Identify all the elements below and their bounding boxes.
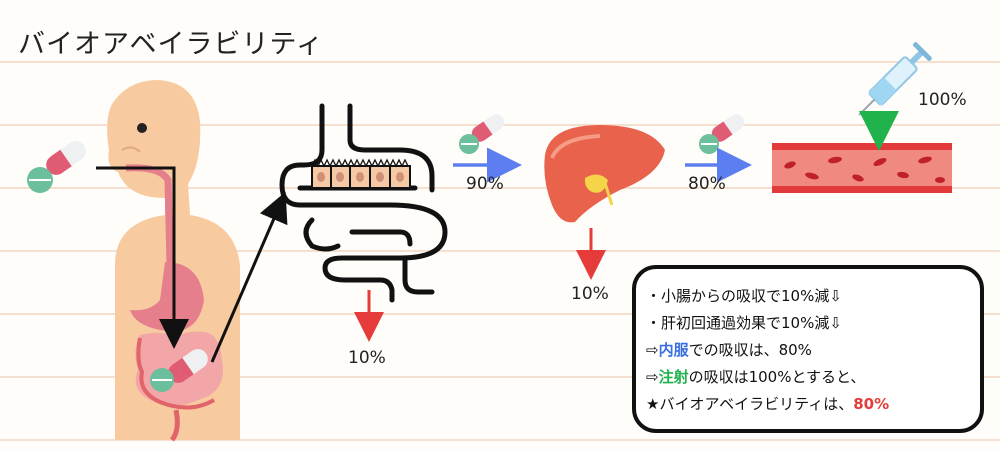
blood-vessel-icon — [772, 143, 952, 193]
pill-capsule-icon — [711, 114, 745, 142]
summary-line-1: ・小腸からの吸収で10%減⇩ — [646, 287, 842, 305]
summary-line-4-suffix: の吸収は100%とすると、 — [688, 368, 866, 386]
liver-loss-label: 10% — [571, 284, 609, 304]
syringe-icon — [858, 42, 932, 116]
pill-tablet-icon — [150, 368, 174, 392]
liver-icon — [544, 125, 665, 223]
villi-cells — [311, 158, 411, 189]
pill-tablet-icon — [27, 167, 53, 193]
summary-line-4-prefix: ⇨ — [646, 368, 659, 386]
injection-label: 100% — [918, 90, 967, 110]
pill-tablet-icon — [699, 134, 719, 154]
pill-tablet-icon — [459, 134, 479, 154]
pill-capsule-icon — [46, 141, 86, 175]
summary-line-5-prefix: ★バイオアベイラビリティは、 — [646, 395, 854, 413]
after-liver-label: 80% — [688, 174, 726, 194]
summary-line-5: ★バイオアベイラビリティは、80% — [646, 391, 980, 418]
intestine-icon — [279, 103, 448, 303]
summary-line-4: ⇨注射の吸収は100%とすると、 — [646, 364, 980, 391]
bioavailability-value: 80% — [853, 395, 890, 413]
injection-term: 注射 — [658, 368, 689, 386]
page-title: バイオアベイラビリティ — [18, 29, 324, 60]
summary-line-3-prefix: ⇨ — [646, 341, 659, 359]
absorption-arrow — [210, 191, 288, 363]
summary-line-2: ・肝初回通過効果で10%減⇩ — [646, 314, 842, 332]
summary-line-3: ⇨内服での吸収は、80% — [646, 337, 980, 364]
summary-line-3-suffix: での吸収は、80% — [688, 341, 812, 359]
ingestion-arrow — [96, 166, 189, 349]
oral-term: 内服 — [658, 341, 689, 359]
intestine-loss-label: 10% — [348, 348, 386, 368]
after-intestine-label: 90% — [466, 174, 504, 194]
summary-box: ・小腸からの吸収で10%減⇩ ・肝初回通過効果で10%減⇩ ⇨内服での吸収は、8… — [632, 265, 984, 433]
